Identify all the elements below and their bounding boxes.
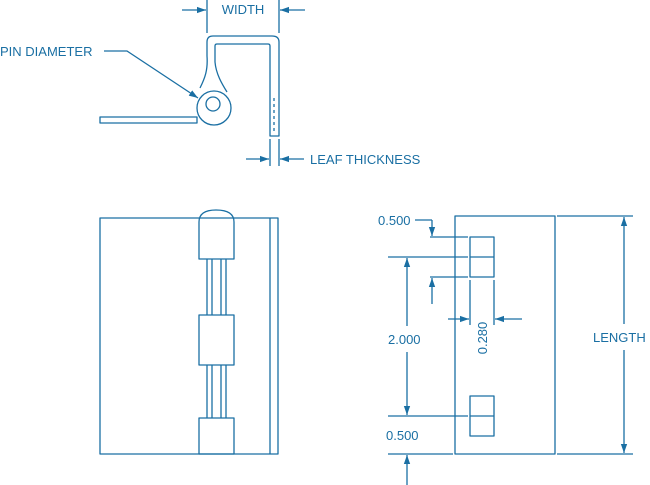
side-view-bottom-hole [469,395,495,437]
leaf-thickness-label: LEAF THICKNESS [310,152,421,167]
front-view [99,209,279,455]
leaf-thickness-dimension [246,139,304,166]
end-view [99,35,280,137]
front-view-top-knuckle [198,209,235,260]
length-label: LENGTH [593,330,646,345]
end-view-pin-loop-inner [205,96,221,112]
pin-diameter-leader [104,50,199,99]
bottom-offset-dimension [388,453,453,485]
side-view [454,215,556,455]
side-view-leaf [454,215,556,455]
hole-edge-leader [428,276,468,304]
hole-width-label: 0.280 [475,322,490,355]
width-dimension [182,0,305,33]
front-view-bottom-knuckle [198,417,235,455]
end-view-pin-loop-outer [196,90,232,126]
end-view-bent-leaf [199,35,280,137]
side-view-top-holes [469,236,495,278]
length-dimension [557,215,633,455]
bottom-offset-label: 0.500 [386,428,419,443]
width-label: WIDTH [222,2,265,17]
end-view-flat-leaf [99,116,198,124]
hole-width-dimension [448,280,522,325]
top-offset-dimension [415,219,468,238]
hole-spacing-dimension [388,256,468,417]
hole-spacing-label: 2.000 [388,332,421,347]
pin-diameter-label: PIN DIAMETER [0,44,92,59]
front-view-body [99,217,279,455]
front-view-middle-knuckle [198,314,235,366]
top-offset-label: 0.500 [378,213,411,228]
